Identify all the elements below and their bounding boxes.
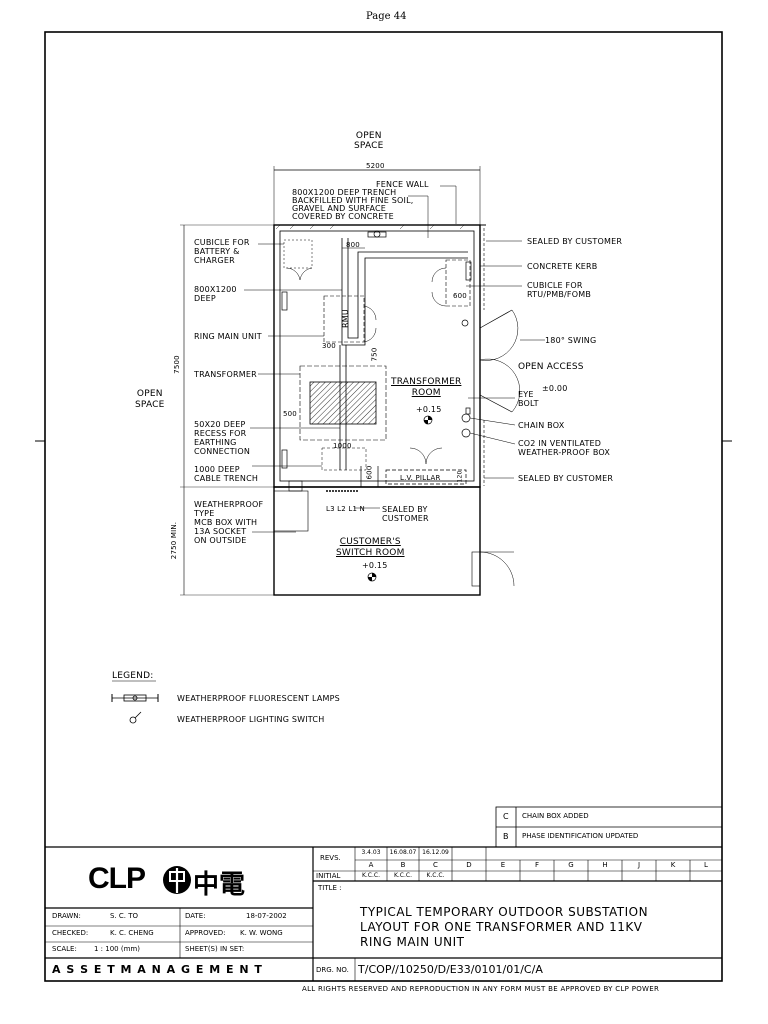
lamp-icon <box>111 694 159 702</box>
revs-label: REVS. <box>320 854 341 862</box>
dimension-750: 750 <box>370 347 379 362</box>
ring-main-unit-label: RING MAIN UNIT <box>194 332 262 341</box>
rev-letter: K <box>670 861 676 869</box>
swing-label: 180° SWING <box>545 336 597 345</box>
open-space-left-label: OPEN SPACE <box>135 389 165 410</box>
transformer-label: TRANSFORMER <box>194 370 257 379</box>
deep-trench-label: 800x1200 DEEP <box>194 285 237 303</box>
dimension-500: 500 <box>283 410 297 418</box>
legend-item: WEATHERPROOF FLUORESCENT LAMPS <box>177 694 340 703</box>
dimension-2750: 2750 MIN. <box>170 521 179 560</box>
transformer-room-label: TRANSFORMER ROOM <box>391 377 462 398</box>
trench-label: 800x1200 DEEP TRENCH BACKFILLED WITH FIN… <box>292 188 414 221</box>
rev-initial: K.C.C. <box>361 872 381 879</box>
clp-logo-text: CLP <box>88 862 146 895</box>
rev-initial: K.C.C. <box>426 872 445 879</box>
date-value: 18-07-2002 <box>246 912 287 920</box>
phases-label: L3 L2 L1 N <box>326 505 365 513</box>
rev-letter: L <box>704 861 708 869</box>
dimension-300: 300 <box>322 342 336 350</box>
open-access-label: OPEN ACCESS <box>518 362 584 372</box>
drawn-label: DRAWN: <box>52 912 81 920</box>
co2-box-label: CO2 IN VENTILATED WEATHER-PROOF BOX <box>518 439 611 457</box>
lv-pillar-label: L.V. PILLAR <box>400 474 441 482</box>
rmu-label: RMU <box>340 309 350 328</box>
title-label: TITLE : <box>318 884 342 892</box>
dimension-120: 120 <box>456 470 464 483</box>
level-015b-label: +0.15 <box>362 561 388 570</box>
asset-management-label: A S S E T M A N A G E M E N T <box>52 963 263 976</box>
rev-letter: D <box>466 861 472 869</box>
cubicle-battery-label: CUBICLE FOR BATTERY & CHARGER <box>194 238 250 265</box>
level-015a-label: +0.15 <box>416 405 442 414</box>
rev-letter: H <box>602 861 608 869</box>
rev-date: 16.12.09 <box>422 849 449 856</box>
switch-icon <box>129 711 142 724</box>
drawing-title: TYPICAL TEMPORARY OUTDOOR SUBSTATION LAY… <box>360 905 649 949</box>
revision-description: PHASE IDENTIFICATION UPDATED <box>522 832 639 840</box>
scale-value: 1 : 100 (mm) <box>94 945 140 953</box>
recess-label: 50x20 DEEP RECESS FOR EARTHING CONNECTIO… <box>194 420 251 456</box>
rev-letter: E <box>500 861 506 869</box>
cubicle-rtu-label: CUBICLE FOR RTU/PMB/FOMB <box>527 281 592 299</box>
clp-logo-chinese: 中電 <box>193 870 246 900</box>
level-000-label: ±0.00 <box>542 384 568 393</box>
sealed-by-customer-top-label: SEALED BY CUSTOMER <box>527 237 623 246</box>
copyright-footer: ALL RIGHTS RESERVED AND REPRODUCTION IN … <box>302 985 660 993</box>
cable-trench-label: 1000 DEEP CABLE TRENCH <box>194 465 259 483</box>
customer-switch-room-label: CUSTOMER'S SWITCH ROOM <box>336 537 405 558</box>
drawing-number: T/COP//10250/D/E33/0101/01/C/A <box>358 963 543 976</box>
rev-date: 3.4.03 <box>361 849 381 856</box>
legend-title: LEGEND: <box>112 671 154 681</box>
approved-value: K. W. WONG <box>240 929 283 937</box>
rev-letter: F <box>534 861 540 869</box>
initial-label: INITIAL <box>316 872 341 880</box>
dimension-5200: 5200 <box>366 162 385 170</box>
approved-label: APPROVED: <box>185 929 226 937</box>
sheets-label: SHEET(S) IN SET: <box>185 945 245 953</box>
sealed-by-customer-mid-label: SEALED BY CUSTOMER <box>518 474 614 483</box>
checked-value: K. C. CHENG <box>110 929 154 937</box>
sealed-by-customer-bottom-label: SEALED BY CUSTOMER <box>382 505 429 523</box>
dimension-1000: 1000 <box>333 442 352 450</box>
rev-letter: J <box>637 861 641 869</box>
legend-item: WEATHERPROOF LIGHTING SWITCH <box>177 715 325 724</box>
dimension-600b: 600 <box>365 465 374 480</box>
page-header: Page 44 <box>366 11 407 22</box>
rev-initial: K.C.C. <box>393 872 413 879</box>
dimension-7500: 7500 <box>172 355 181 374</box>
drawn-value: S. C. TO <box>110 912 139 920</box>
revision-letter: B <box>503 832 509 841</box>
rev-letter: A <box>368 861 374 869</box>
rev-letter: G <box>568 861 574 869</box>
eye-bolt-label: EYE BOLT <box>518 390 539 408</box>
mcb-box-label: WEATHERPROOF TYPE MCB BOX WITH 13A SOCKE… <box>194 500 264 545</box>
checked-label: CHECKED: <box>52 929 89 937</box>
scale-label: SCALE: <box>52 945 77 953</box>
rev-letter: B <box>400 861 406 869</box>
date-label: DATE: <box>185 912 206 920</box>
dimension-800: 800 <box>346 241 360 249</box>
rev-letter: C <box>433 861 438 869</box>
drawing-number-label: DRG. NO. <box>316 966 349 974</box>
revision-letter: C <box>503 812 509 821</box>
concrete-kerb-label: CONCRETE KERB <box>527 262 598 271</box>
open-space-top-label: OPEN SPACE <box>354 131 384 151</box>
revision-description: CHAIN BOX ADDED <box>522 812 589 820</box>
fence-wall-label: FENCE WALL <box>376 180 429 189</box>
rev-date: 16.08.07 <box>389 849 417 856</box>
dimension-600a: 600 <box>453 292 467 300</box>
chain-box-label: CHAIN BOX <box>518 421 565 430</box>
